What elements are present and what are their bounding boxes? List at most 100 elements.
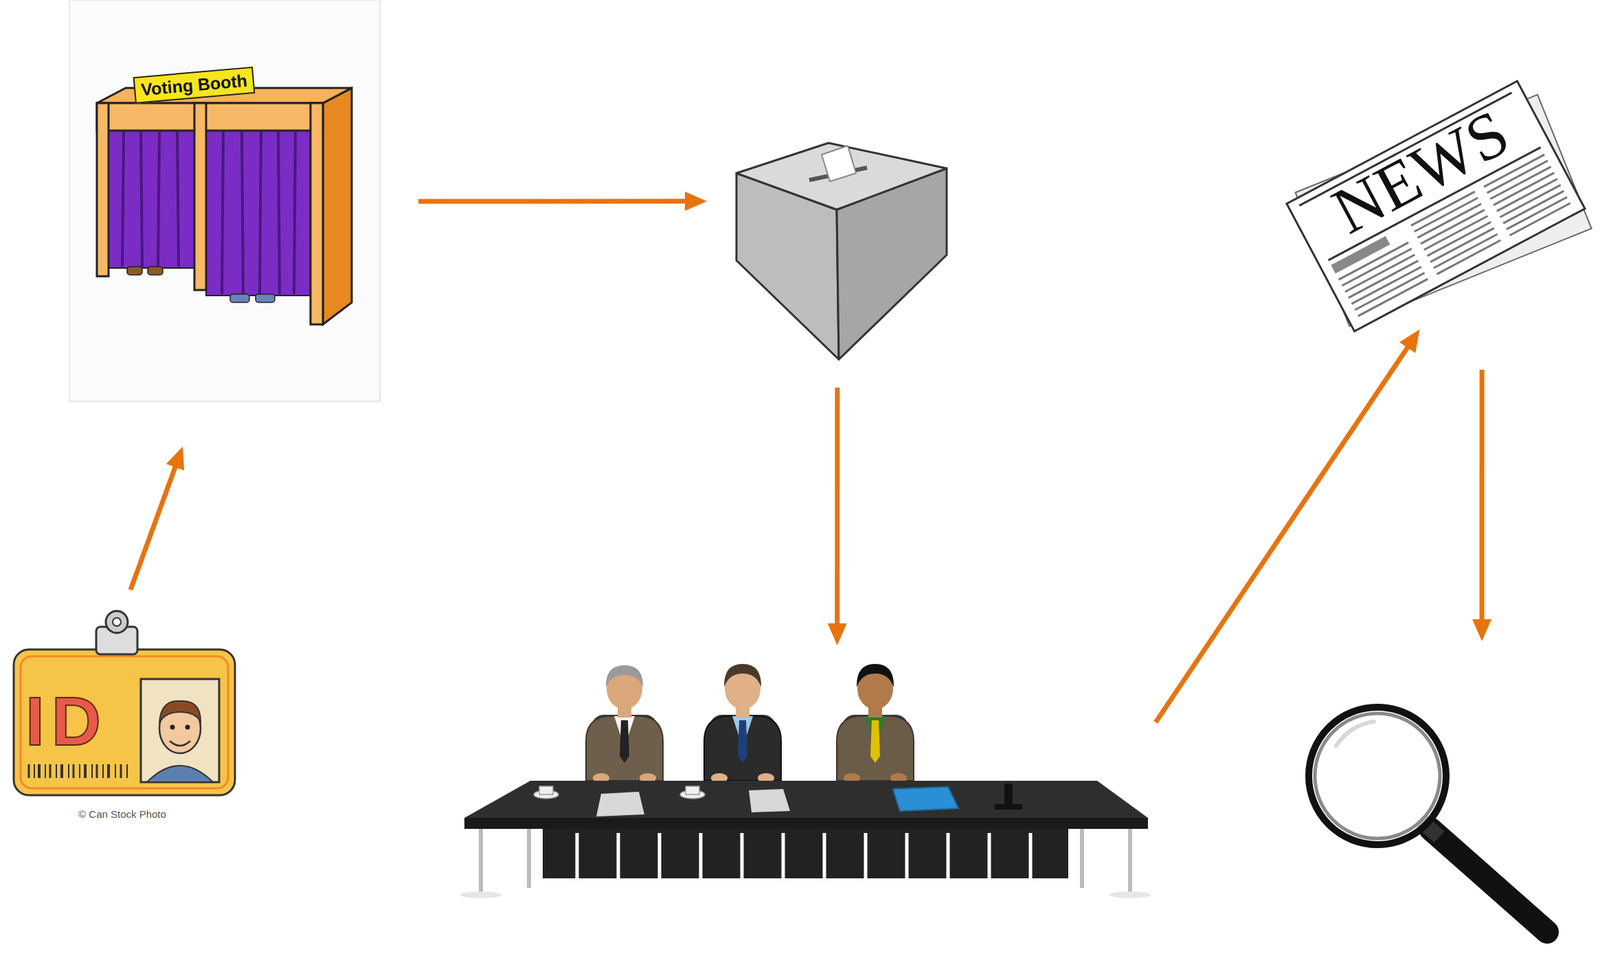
panel-art-part: [542, 828, 1069, 878]
panel-art-part: [994, 803, 1023, 810]
id-card-art-part: [159, 700, 201, 723]
id-card-art-part: [105, 610, 128, 633]
voting-booth-art-part: [96, 103, 323, 131]
newspaper: NEWS: [1273, 96, 1597, 324]
panel-art-part-part: [605, 665, 644, 687]
panel-art-part: [464, 817, 1148, 829]
newspaper-art-part-part-part: [1503, 190, 1564, 224]
id-card-art-part-part: [33, 763, 36, 778]
id-card-art-part: [170, 724, 176, 730]
panel-art-part-part: [616, 832, 621, 878]
panel-art-part-part: [856, 663, 894, 687]
id-card-art-part-part: [96, 763, 99, 778]
voting-booth-art-part-part: [122, 131, 124, 267]
panel-art-part: [685, 785, 700, 795]
magnifier-art: [1308, 706, 1548, 932]
panel-art-part-part: [740, 832, 745, 878]
panel-art-part-part: [526, 828, 532, 888]
id-card-art-part-part: [44, 763, 47, 778]
id-card-art: [13, 610, 235, 795]
id-card-art-part-part: [120, 763, 123, 778]
panel-art: [460, 663, 1151, 898]
panel-art-part-part: [658, 832, 662, 878]
panel-art-part-part: [905, 832, 909, 878]
voting-booth-art-part-part: [158, 131, 160, 267]
panel-art-part: [464, 780, 1148, 818]
voting-booth-art-part: [194, 103, 207, 290]
newspaper-art-part-part: [1286, 81, 1585, 332]
panel-art-part-part: [619, 719, 630, 763]
newspaper-art-part-part-part: [1348, 260, 1419, 298]
panel-art-part: [480, 828, 1131, 894]
panel-art-part-part: [699, 832, 703, 878]
voting-booth-art-part: [322, 87, 352, 325]
ballot-box-art-part: [736, 142, 947, 210]
panel-art-part-part: [1128, 828, 1133, 894]
voting-booth-art: [69, 0, 380, 402]
panel-art-part-part: [724, 663, 762, 687]
panel-art-part-part: [987, 832, 992, 878]
panel-art-part-part: [870, 719, 881, 763]
voting-booth-art-part-part: [278, 131, 280, 295]
id-card-art-part-part: [68, 763, 70, 778]
voting-booth-art-part-part: [241, 131, 244, 295]
arrow-line: [418, 198, 688, 204]
panel-art-part: [836, 663, 914, 783]
voting-booth-art-part-part: [221, 131, 224, 295]
ballot-box-art-part: [821, 145, 856, 182]
panel-art-part-part: [704, 715, 782, 781]
id-card-art-part-part: [114, 763, 117, 778]
flow-arrow: [1155, 329, 1420, 723]
panel-art-part: [1109, 891, 1151, 898]
panel-art-part-part: [781, 832, 786, 878]
panel-art-part: [460, 891, 502, 898]
panel-art-part-part: [946, 832, 951, 878]
newspaper-art-part-part-part: [1345, 254, 1416, 292]
panel-art-part: [893, 786, 959, 811]
flow-arrow: [827, 387, 848, 646]
panel-art-part-part: [737, 719, 748, 763]
voting-booth-art-part: [310, 103, 323, 325]
booth-sign: Voting Booth: [133, 66, 256, 104]
news-headline: NEWS: [1322, 98, 1519, 245]
voting-booth-art-part: [127, 266, 143, 275]
panel-art-part-part: [1029, 832, 1033, 878]
magnifier-art-part: [1336, 721, 1374, 746]
id-card-art-part-part: [37, 763, 41, 778]
id-card-art-part-part: [79, 763, 81, 778]
id-card-art-part: [20, 656, 229, 788]
newspaper-art-part-part-part: [1351, 266, 1422, 304]
newspaper-art-part-part-part: [1437, 240, 1502, 275]
panel-art-part-part: [864, 832, 868, 878]
panel-art-part: [1004, 783, 1013, 807]
voting-booth-art-part-part: [140, 131, 143, 267]
voting-booth: Voting Booth: [69, 0, 380, 402]
arrowhead: [1472, 618, 1492, 641]
id-card-art-part: [140, 678, 220, 782]
magnifier-art-part: [1308, 706, 1447, 845]
id-card-art-part-part: [49, 763, 52, 778]
panel-art-part-part: [575, 832, 580, 878]
ballot-box-art: [736, 142, 947, 360]
newspaper-art-part-part-part: [1354, 272, 1425, 310]
magnifier-art-part: [1430, 828, 1548, 932]
id-card-art-part-part: [126, 763, 128, 778]
panel-art-part: [539, 785, 554, 795]
panel-art-part: [704, 663, 782, 783]
flow-arrow: [418, 191, 707, 211]
newspaper-art-part-part-part: [1510, 203, 1571, 236]
voting-booth-art-part-part: [259, 131, 262, 295]
panel-art-part: [596, 791, 645, 817]
arrow-line: [1479, 369, 1485, 622]
arrowhead: [1399, 329, 1420, 353]
ballot-box: [736, 142, 947, 363]
panel-art-part-part: [1079, 828, 1085, 888]
id-card-art-part: [13, 649, 235, 795]
newspaper-art: [1286, 81, 1592, 332]
id-card-art-part-part: [28, 763, 31, 778]
magnifier-art-part: [1314, 713, 1440, 839]
arrow-line: [1155, 345, 1410, 723]
voting-booth-art-part: [108, 130, 195, 268]
